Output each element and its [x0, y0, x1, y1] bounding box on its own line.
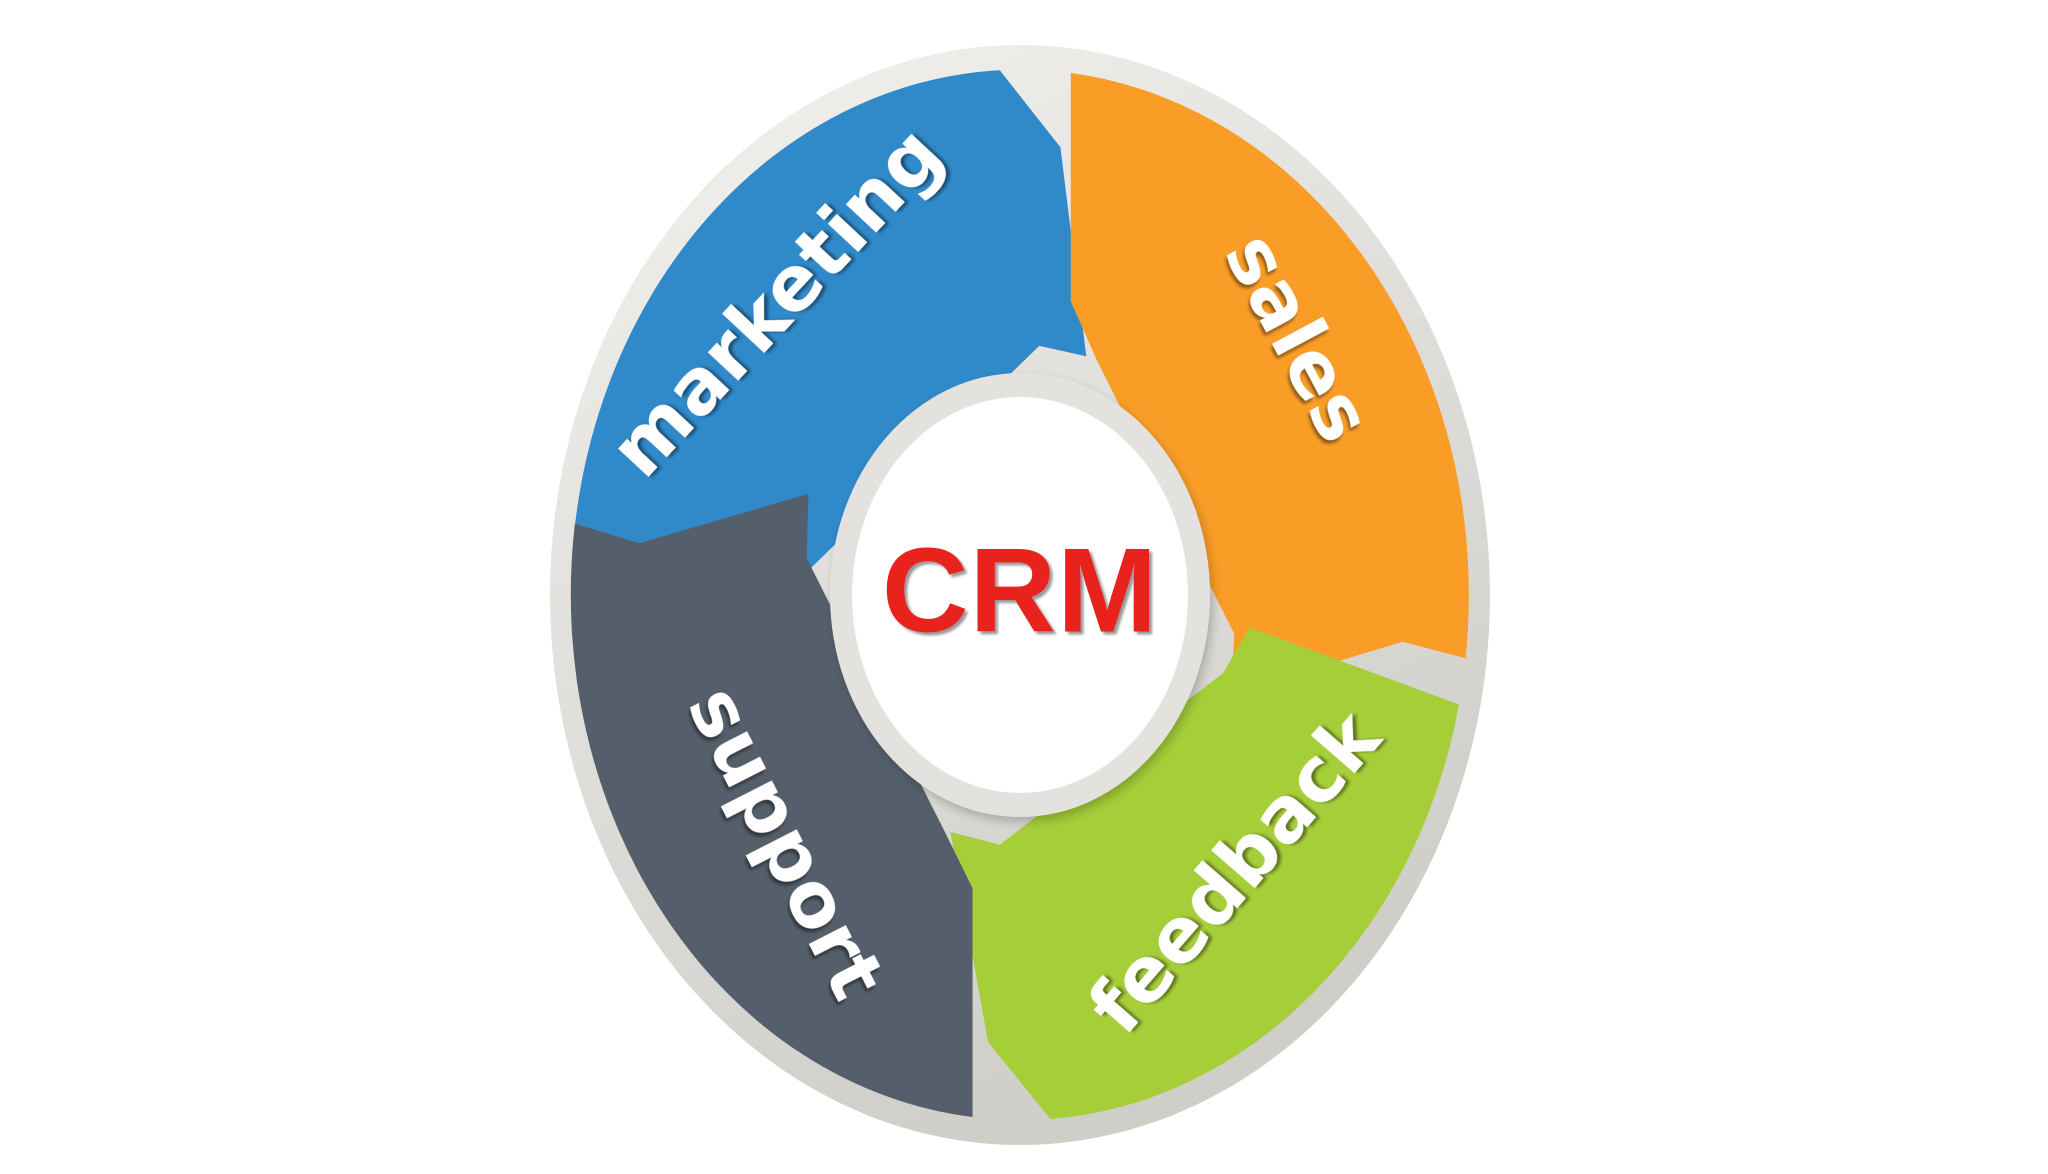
- wheel-segments: [570, 70, 1469, 1120]
- segment-sales[interactable]: [1070, 73, 1469, 694]
- center-hub: [830, 373, 1210, 817]
- segment-marketing[interactable]: [572, 70, 1087, 573]
- center-label-crm: CRM: [882, 524, 1158, 658]
- segment-support[interactable]: [570, 493, 973, 1117]
- segment-feedback[interactable]: [950, 627, 1459, 1120]
- hub-fill: [852, 397, 1188, 793]
